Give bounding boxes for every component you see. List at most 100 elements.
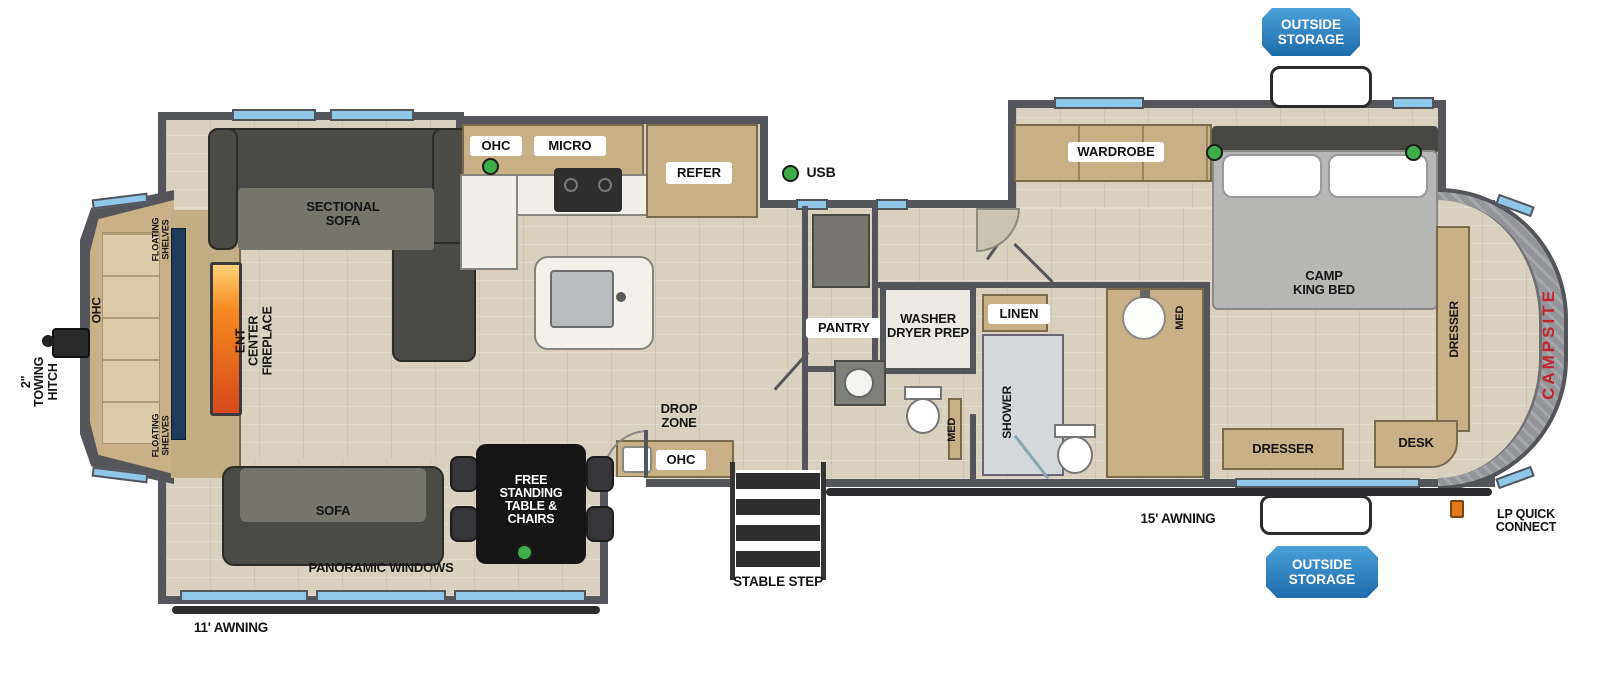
- hall-window-2: [876, 199, 908, 210]
- floating-shelves-upper-wrap: FLOATING SHELVES: [146, 204, 176, 276]
- panoramic-window-2: [316, 590, 446, 602]
- midbath-med-cabinet: [948, 398, 962, 460]
- hall-window-1: [796, 199, 828, 210]
- outside-storage-top-label: OUTSIDE STORAGE: [1277, 16, 1345, 47]
- green-dot-bed-right: [1405, 144, 1422, 161]
- washer-dryer-label: WASHER DRYER PREP: [886, 311, 970, 340]
- shower-stall: [982, 334, 1064, 476]
- ohc-kitchen-label: OHC: [470, 136, 522, 156]
- sectional-arm-left: [208, 128, 238, 250]
- refer-label: REFER: [666, 162, 732, 184]
- towing-hitch-label-wrap: 2" TOWING HITCH: [19, 332, 60, 432]
- linen-label: LINEN: [988, 304, 1050, 324]
- ent-center-label-wrap: ENT CENTER FIREPLACE: [234, 270, 275, 412]
- dining-table: [476, 444, 586, 564]
- floating-shelves-lower-wrap: FLOATING SHELVES: [146, 400, 176, 472]
- stable-step-label: STABLE STEP: [733, 573, 823, 589]
- desk: [1374, 420, 1458, 468]
- shower-label-wrap: SHOWER: [994, 364, 1020, 460]
- panoramic-window-1: [180, 590, 308, 602]
- awning-rear-bar: [172, 606, 600, 614]
- bath-divider-lower: [970, 414, 976, 482]
- brand-wrap: CAMPSITE: [1534, 246, 1564, 442]
- island-faucet: [616, 292, 626, 302]
- storage-door-bottom: [1260, 495, 1372, 535]
- awning-rear-label: 11' AWNING: [193, 619, 269, 635]
- living-slide-window-2: [330, 109, 414, 121]
- green-dot-bed-left: [1206, 144, 1223, 161]
- sofa-label: SOFA: [315, 503, 351, 519]
- sectional-seat: [238, 188, 434, 250]
- desk-label: DESK: [1398, 435, 1434, 451]
- sofa-seat: [240, 468, 426, 522]
- bedroom-slide-window-1: [1054, 97, 1144, 109]
- shower-label: SHOWER: [999, 385, 1014, 439]
- bed-label: CAMP KING BED: [1293, 268, 1355, 297]
- kitchen-counter-left: [460, 174, 518, 270]
- pantry-label: PANTRY: [806, 318, 882, 338]
- midbath-sink-bowl: [844, 368, 874, 398]
- green-dot-kitchen: [482, 158, 499, 175]
- dresser-front-label: DRESSER: [1252, 441, 1314, 457]
- dresser-side-wrap: DRESSER: [1438, 276, 1470, 382]
- dresser-side-label: DRESSER: [1446, 300, 1461, 358]
- pantry-wall-bottom: [802, 366, 844, 372]
- med-main-label: MED: [1174, 306, 1187, 330]
- outside-storage-bottom-banner: OUTSIDE STORAGE: [1266, 546, 1378, 598]
- med-mid-wrap: MED: [942, 402, 964, 458]
- panoramic-windows-label: PANORAMIC WINDOWS: [308, 560, 454, 576]
- drop-zone-ohc-label: OHC: [656, 450, 706, 470]
- island-sink: [550, 270, 614, 328]
- ent-center-label: ENT CENTER FIREPLACE: [234, 306, 275, 376]
- rear-ohc-label: OHC: [89, 296, 104, 324]
- stair-step-4: [736, 548, 820, 567]
- green-dot-usb: [782, 165, 799, 182]
- lp-quick-connect-label: LP QUICK CONNECT: [1495, 506, 1557, 534]
- panoramic-window-3: [454, 590, 586, 602]
- bed-pillow-left: [1222, 154, 1322, 198]
- vanity-sink-bowl: [1122, 296, 1166, 340]
- mainbath-toilet-bowl: [1057, 436, 1093, 474]
- sectional-sofa-label: SECTIONAL SOFA: [306, 199, 380, 228]
- living-slide-window-1: [232, 109, 316, 121]
- entry-door-leaf: [644, 430, 648, 478]
- stove-burner-2: [598, 178, 612, 192]
- outside-storage-bottom-label: OUTSIDE STORAGE: [1288, 556, 1356, 587]
- floating-shelves-upper-label: FLOATING SHELVES: [150, 218, 171, 262]
- stairs-rail-left: [730, 462, 735, 580]
- stair-step-2: [736, 496, 820, 515]
- bed-pillow-right: [1328, 154, 1428, 198]
- chair-4: [586, 506, 614, 542]
- pantry-shelves: [812, 214, 870, 288]
- dresser-front: [1222, 428, 1344, 470]
- usb-label: USB: [806, 163, 836, 180]
- bedroom-slide-window-2: [1392, 97, 1434, 109]
- tv: [171, 228, 186, 440]
- chair-1: [450, 456, 478, 492]
- sectional-back: [208, 128, 474, 194]
- front-bottom-window: [1235, 478, 1420, 488]
- bath-wall-top: [876, 282, 1210, 288]
- midbath-wall-left: [802, 366, 808, 479]
- pantry-wall-right: [872, 206, 878, 372]
- chair-3: [586, 456, 614, 492]
- brand-text: CAMPSITE: [1539, 288, 1558, 400]
- towing-hitch-label: 2" TOWING HITCH: [19, 357, 60, 407]
- med-main-wrap: MED: [1168, 294, 1194, 342]
- stove: [554, 168, 622, 212]
- bed-headboard: [1212, 126, 1438, 154]
- towing-hitch-box: [52, 328, 90, 358]
- med-mid-label: MED: [946, 418, 959, 442]
- pantry-wall-left: [802, 206, 808, 372]
- chair-2: [450, 506, 478, 542]
- awning-front-label: 15' AWNING: [1140, 510, 1216, 526]
- outside-storage-top-banner: OUTSIDE STORAGE: [1262, 8, 1360, 56]
- fireplace: [210, 262, 242, 416]
- table-label: FREE STANDING TABLE & CHAIRS: [499, 472, 563, 527]
- storage-door-top: [1270, 66, 1372, 108]
- floating-shelves-lower-label: FLOATING SHELVES: [150, 414, 171, 458]
- wardrobe-label: WARDROBE: [1068, 142, 1164, 162]
- rear-shelves: [102, 232, 160, 444]
- micro-label: MICRO: [534, 136, 606, 156]
